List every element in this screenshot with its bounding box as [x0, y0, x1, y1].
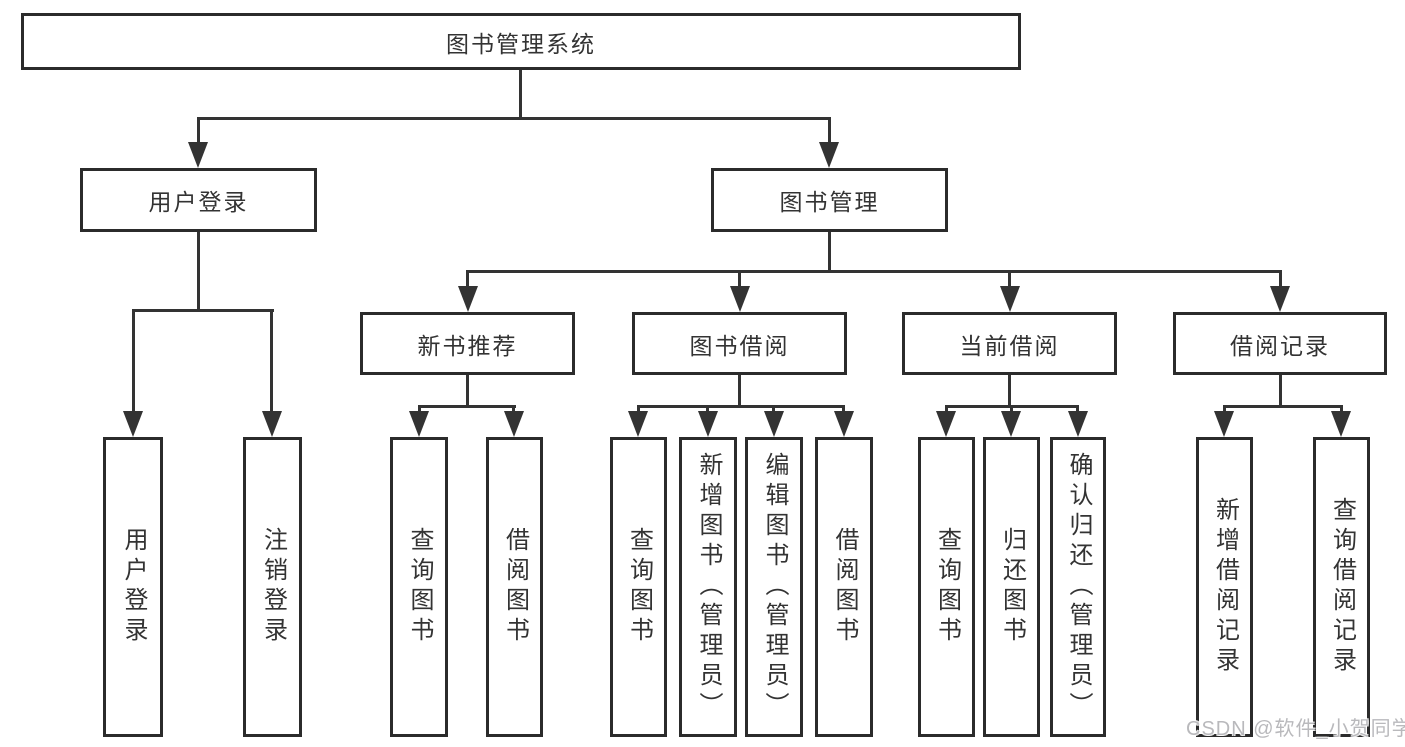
arrowhead-icon [409, 411, 429, 437]
connector-line [1279, 375, 1282, 408]
connector-line [1008, 375, 1011, 408]
leaf-user-login: 用户登录 [103, 437, 163, 737]
leaf-add-borrow-record: 新增借阅记录 [1196, 437, 1253, 737]
connector-line [1340, 405, 1343, 415]
leaf-label: 借阅图书 [501, 527, 529, 647]
arrowhead-icon [1214, 411, 1234, 437]
arrowhead-icon [764, 411, 784, 437]
leaf-add-book-admin: 新增图书（管理员） [679, 437, 737, 737]
arrowhead-icon [1270, 286, 1290, 312]
connector-line [738, 375, 741, 408]
node-library-management-system: 图书管理系统 [21, 13, 1021, 70]
connector-line [418, 405, 516, 408]
node-current-borrowing: 当前借阅 [902, 312, 1117, 375]
arrowhead-icon [819, 142, 839, 168]
connector-line [828, 232, 831, 273]
leaf-label: 查询图书 [406, 527, 433, 647]
node-label: 当前借阅 [959, 332, 1060, 359]
connector-line [132, 309, 135, 413]
arrowhead-icon [1068, 411, 1088, 437]
connector-line [1076, 405, 1079, 415]
leaf-label: 借阅图书 [831, 527, 858, 647]
leaf-label: 注销登录 [259, 527, 287, 647]
leaf-label: 编辑图书（管理员） [761, 452, 788, 722]
arrowhead-icon [1331, 411, 1351, 437]
connector-line [637, 405, 845, 408]
leaf-query-book-recommend: 查询图书 [390, 437, 448, 737]
connector-line [738, 270, 741, 288]
connector-line [945, 405, 948, 415]
node-label: 用户登录 [148, 189, 249, 215]
node-new-book-recommendation: 新书推荐 [360, 312, 575, 375]
node-borrowing-records: 借阅记录 [1173, 312, 1387, 375]
leaf-label: 查询图书 [933, 527, 961, 647]
arrowhead-icon [1001, 411, 1021, 437]
node-book-borrowing: 图书借阅 [632, 312, 847, 375]
connector-line [466, 270, 1282, 273]
connector-line [842, 405, 845, 415]
arrowhead-icon [1000, 286, 1020, 312]
connector-line [197, 117, 831, 120]
connector-line [1223, 405, 1342, 408]
connector-line [466, 375, 469, 408]
arrowhead-icon [458, 286, 478, 312]
leaf-borrow-book-recommend: 借阅图书 [486, 437, 543, 737]
leaf-query-book-borrowing: 查询图书 [610, 437, 667, 737]
connector-line [270, 309, 273, 413]
leaf-logout: 注销登录 [243, 437, 302, 737]
arrowhead-icon [188, 142, 208, 168]
connector-line [466, 270, 469, 288]
leaf-edit-book-admin: 编辑图书（管理员） [745, 437, 803, 737]
connector-line [1010, 405, 1013, 415]
connector-line [706, 405, 709, 415]
arrowhead-icon [936, 411, 956, 437]
leaf-label: 归还图书 [998, 527, 1026, 647]
leaf-label: 用户登录 [120, 527, 147, 647]
connector-line [197, 117, 200, 145]
connector-line [828, 117, 831, 145]
node-label: 新书推荐 [417, 332, 518, 359]
node-book-management: 图书管理 [711, 168, 948, 232]
connector-line [1223, 405, 1226, 415]
node-label: 图书管理 [779, 189, 880, 215]
connector-line [772, 405, 775, 415]
arrowhead-icon [123, 411, 143, 437]
leaf-label: 查询图书 [625, 527, 653, 647]
leaf-label: 新增图书（管理员） [695, 452, 722, 722]
csdn-watermark: CSDN @软件_小贺同学 [1186, 718, 1405, 740]
leaf-confirm-return-admin: 确认归还（管理员） [1050, 437, 1106, 737]
arrowhead-icon [730, 286, 750, 312]
leaf-label: 新增借阅记录 [1211, 497, 1239, 677]
leaf-label: 查询借阅记录 [1328, 497, 1356, 677]
connector-line [512, 405, 515, 415]
arrowhead-icon [628, 411, 648, 437]
connector-line [637, 405, 640, 415]
connector-line [1279, 270, 1282, 288]
leaf-query-book-current: 查询图书 [918, 437, 975, 737]
arrowhead-icon [262, 411, 282, 437]
arrowhead-icon [834, 411, 854, 437]
connector-line [197, 232, 200, 312]
leaf-label: 确认归还（管理员） [1065, 452, 1092, 722]
arrowhead-icon [698, 411, 718, 437]
connector-line [1008, 270, 1011, 288]
connector-line [418, 405, 421, 415]
arrowhead-icon [504, 411, 524, 437]
leaf-query-borrow-record: 查询借阅记录 [1313, 437, 1370, 737]
node-user-login: 用户登录 [80, 168, 317, 232]
node-label: 图书管理系统 [446, 30, 596, 57]
leaf-borrow-book: 借阅图书 [815, 437, 873, 737]
connector-line [132, 309, 274, 312]
leaf-return-book: 归还图书 [983, 437, 1040, 737]
node-label: 借阅记录 [1230, 332, 1330, 359]
connector-line [519, 70, 522, 120]
node-label: 图书借阅 [689, 332, 790, 359]
